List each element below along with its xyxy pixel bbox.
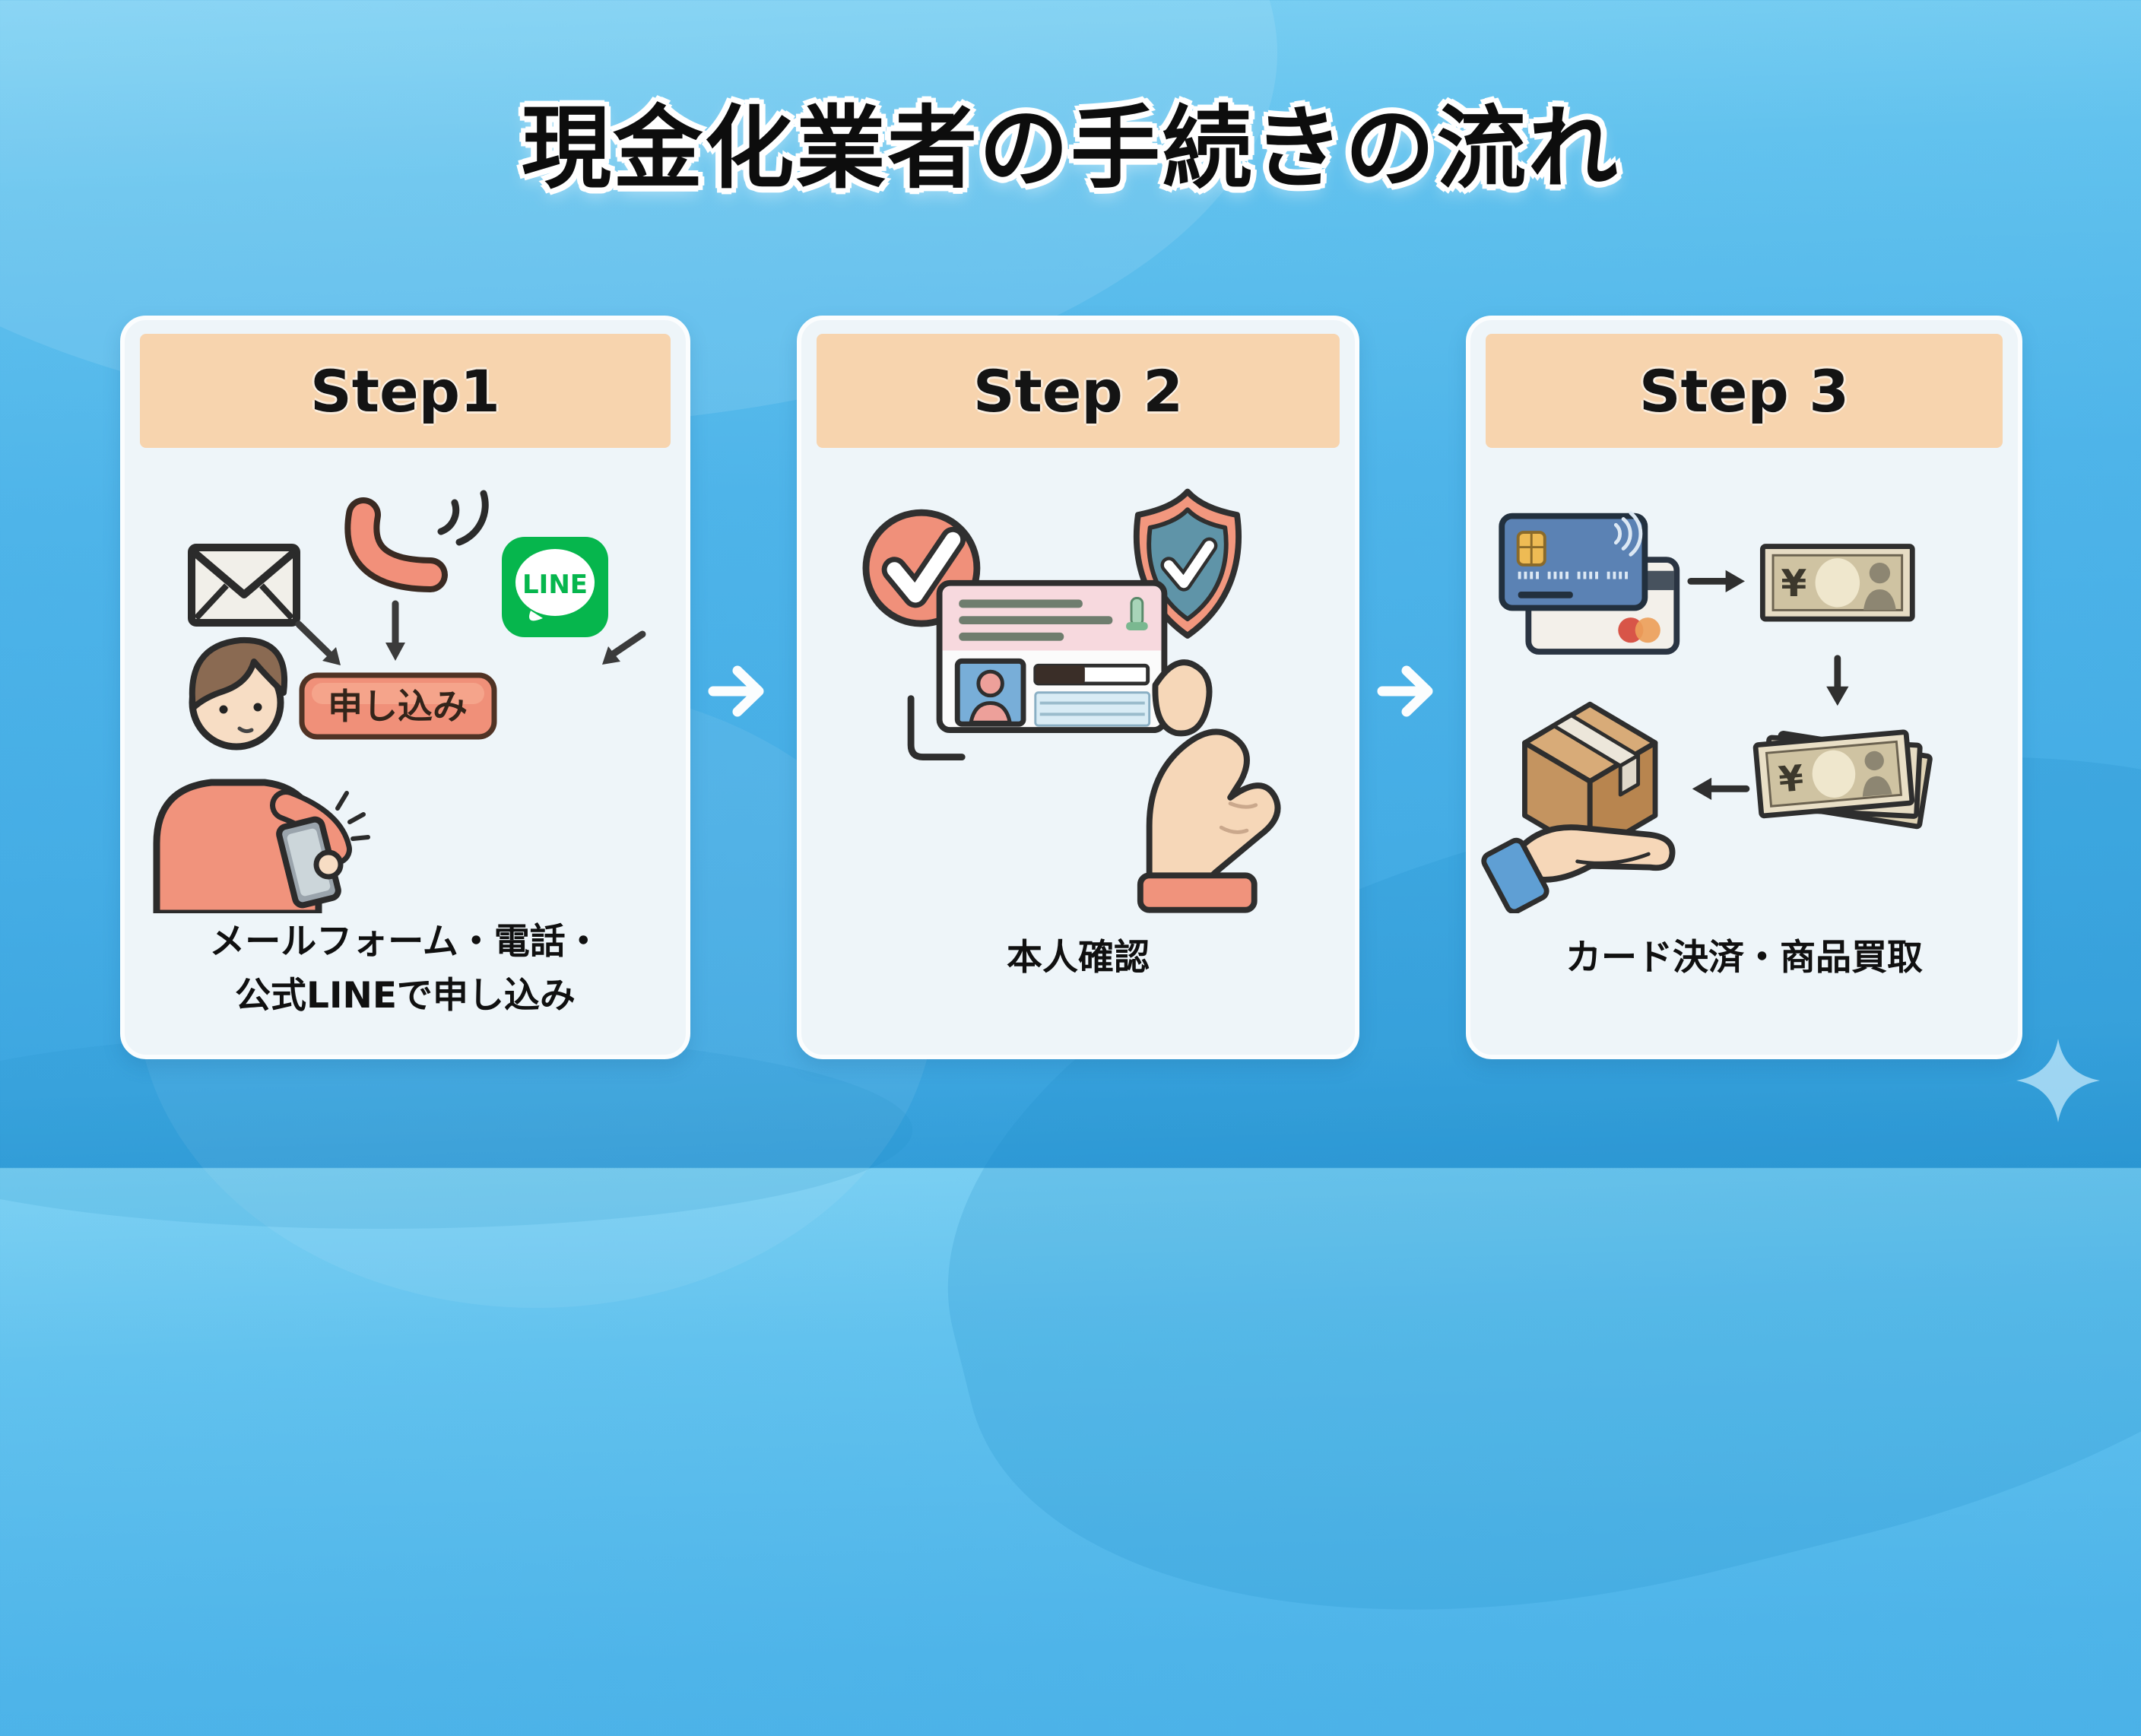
step1-card: Step1 LINE bbox=[120, 316, 690, 1059]
step3-illustration: ¥ ¥ bbox=[1481, 511, 1933, 913]
page-title: 現金化業者の手続きの流れ bbox=[521, 96, 1620, 202]
sparkle-icon bbox=[2016, 1039, 2100, 1122]
converge-arrows-icon bbox=[295, 600, 646, 665]
step1-header: Step1 bbox=[140, 334, 671, 448]
flow-arrow-down-icon bbox=[1826, 655, 1849, 706]
line-icon-label: LINE bbox=[522, 570, 588, 600]
banknote-icon: ¥ bbox=[1759, 544, 1915, 622]
envelope-icon bbox=[188, 544, 300, 627]
step2-card: Step 2 bbox=[797, 316, 1359, 1059]
step3-caption-line1: カード決済・商品買取 bbox=[1565, 936, 1923, 979]
phone-icon bbox=[344, 490, 489, 592]
step3-header: Step 3 bbox=[1486, 334, 2003, 448]
step2-caption: 本人確認 bbox=[801, 931, 1355, 985]
background-wave-bottom bbox=[0, 1031, 912, 1229]
step1-caption-line1: メールフォーム・電話・ bbox=[209, 921, 601, 963]
step2-header: Step 2 bbox=[817, 334, 1340, 448]
hand-holding-card-illustration bbox=[1137, 659, 1281, 913]
step2-caption-line1: 本人確認 bbox=[1007, 936, 1150, 979]
step-arrow-1-icon bbox=[708, 665, 764, 717]
step3-caption: カード決済・商品買取 bbox=[1470, 931, 2018, 985]
credit-cards-icon bbox=[1499, 511, 1680, 655]
step1-caption: メールフォーム・電話・ 公式LINEで申し込み bbox=[125, 916, 686, 1023]
step1-illustration: LINE 申し込み bbox=[153, 490, 646, 913]
id-card-illustration bbox=[936, 579, 1168, 734]
apply-button: 申し込み bbox=[299, 672, 497, 740]
banknotes-stack-icon: ¥ bbox=[1752, 729, 1933, 830]
yen-symbol: ¥ bbox=[1781, 563, 1806, 605]
yen-symbol: ¥ bbox=[1777, 758, 1805, 801]
corner-bracket bbox=[907, 695, 966, 761]
step3-card: Step 3 ¥ bbox=[1466, 316, 2022, 1059]
person-with-phone-illustration bbox=[153, 636, 370, 913]
step1-caption-line2: 公式LINEで申し込み bbox=[235, 974, 576, 1017]
apply-button-label: 申し込み bbox=[328, 686, 468, 727]
step-arrow-2-icon bbox=[1377, 665, 1433, 717]
step2-illustration bbox=[862, 488, 1281, 913]
flow-arrow-left-icon bbox=[1692, 777, 1750, 800]
line-icon: LINE bbox=[502, 537, 608, 637]
flow-arrow-right-icon bbox=[1687, 570, 1745, 592]
package-on-hand-icon bbox=[1481, 701, 1676, 913]
